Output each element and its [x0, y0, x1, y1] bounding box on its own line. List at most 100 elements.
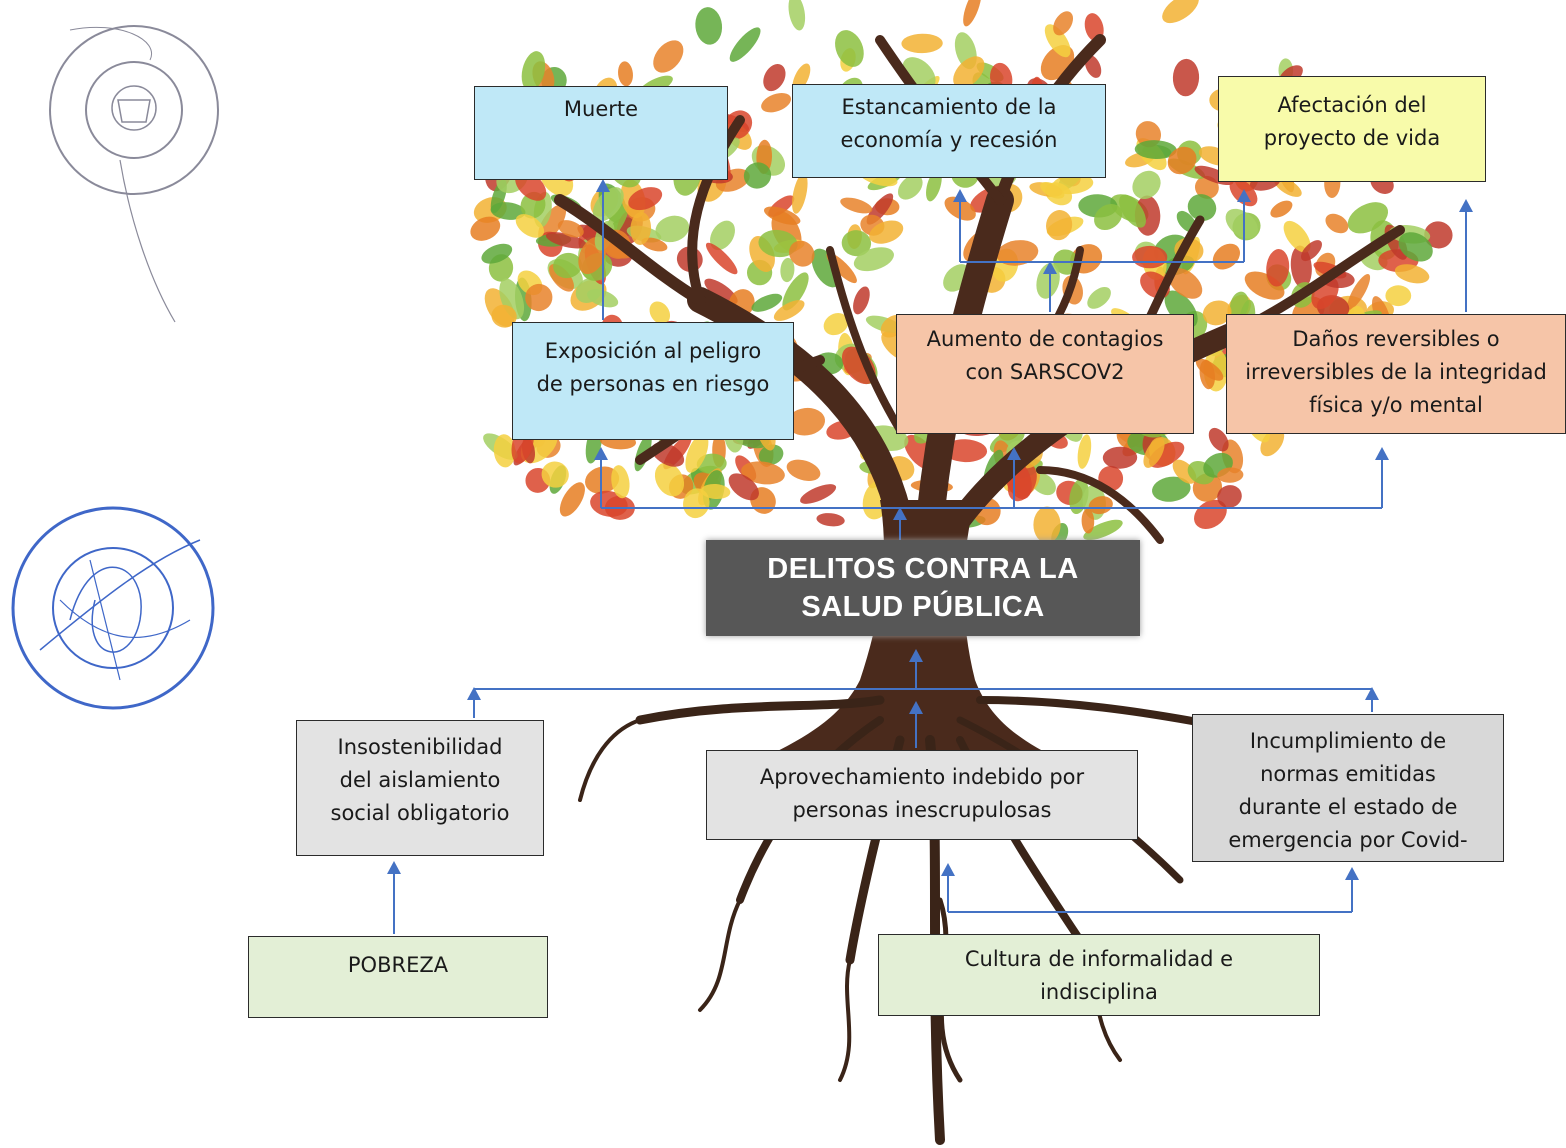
effect-afectacion-line-1: Afectación del: [1277, 93, 1427, 117]
leaf: [653, 40, 684, 73]
leaf: [1325, 213, 1349, 234]
effect-exposicion: Exposición al peligro de personas en rie…: [512, 322, 794, 440]
leaf: [1270, 200, 1293, 218]
root-cause-cultura: Cultura de informalidad e indisciplina: [878, 934, 1320, 1016]
leaf: [773, 300, 805, 321]
leaf: [1132, 245, 1168, 269]
cause-aprovechamiento: Aprovechamiento indebido por personas in…: [706, 750, 1138, 840]
effect-estancamiento-line-1: Estancamiento de la: [841, 95, 1057, 119]
leaf: [763, 206, 801, 225]
leaf: [823, 313, 849, 336]
effect-danos-line-3: física y/o mental: [1309, 393, 1483, 417]
leaf: [897, 174, 923, 200]
leaf: [641, 237, 668, 252]
leaf: [869, 220, 904, 244]
leaf: [685, 433, 709, 473]
leaf: [1347, 202, 1389, 234]
leaf: [1208, 427, 1229, 452]
root-cause-cultura-line-1: Cultura de informalidad e: [964, 947, 1234, 971]
leaf: [1172, 58, 1200, 97]
leaf: [611, 465, 630, 499]
cause-incumplimiento-line-1: Incumplimiento de: [1249, 729, 1447, 753]
leaf: [470, 216, 501, 241]
effect-afectacion: Afectación del proyecto de vida: [1218, 76, 1486, 182]
leaf: [729, 27, 761, 62]
effect-estancamiento: Estancamiento de la economía y recesión: [792, 84, 1106, 178]
leaf: [1385, 285, 1412, 307]
leaf: [493, 434, 516, 468]
leaf: [1094, 203, 1123, 231]
leaf: [751, 293, 783, 312]
leaf: [1143, 437, 1165, 468]
leaf: [618, 61, 633, 87]
leaf: [1044, 24, 1071, 58]
leaf: [1119, 194, 1146, 228]
leaf: [654, 462, 685, 497]
leaf: [786, 459, 821, 481]
root-cause-pobreza: POBREZA: [248, 936, 548, 1018]
leaf: [525, 283, 553, 312]
cause-aprovechamiento-line-2: personas inescrupulosas: [792, 798, 1052, 822]
leaf: [853, 247, 894, 272]
leaf: [840, 197, 873, 214]
leaf: [787, 407, 826, 436]
leaf: [743, 162, 772, 189]
central-problem-line-1: DELITOS CONTRA LA: [767, 553, 1079, 585]
leaf: [1225, 208, 1259, 239]
leaf: [557, 220, 584, 238]
leaf: [575, 277, 604, 304]
leaf: [553, 252, 582, 279]
effect-muerte-line-1: Muerte: [563, 97, 639, 121]
leaf: [1301, 240, 1322, 262]
regional-seal: [11, 506, 215, 710]
arrowheads: [387, 179, 1473, 880]
leaf: [1202, 300, 1232, 326]
leaf: [1132, 170, 1161, 199]
leaf: [1212, 243, 1240, 270]
leaf: [655, 215, 690, 243]
leaf: [792, 173, 808, 214]
leaf: [1394, 264, 1430, 284]
cause-incumplimiento-line-3: durante el estado de: [1238, 795, 1458, 819]
effect-aumento-line-2: con SARSCOV2: [965, 360, 1125, 384]
leaf: [630, 212, 652, 245]
leaf: [592, 187, 624, 222]
central-problem-line-2: SALUD PÚBLICA: [801, 591, 1045, 623]
effect-aumento-line-1: Aumento de contagios: [926, 327, 1164, 351]
leaf: [481, 243, 513, 264]
leaf: [1102, 446, 1138, 469]
effect-aumento: Aumento de contagios con SARSCOV2: [896, 314, 1194, 434]
leaf: [758, 229, 798, 258]
leaf: [853, 286, 870, 315]
leaf: [1077, 434, 1092, 469]
leaf: [1217, 467, 1244, 483]
leaf: [541, 461, 569, 488]
leaf: [1053, 11, 1074, 36]
leaf: [705, 242, 738, 275]
leaf: [628, 187, 663, 211]
leaf: [649, 301, 671, 325]
leaf: [963, 0, 982, 27]
effect-muerte: Muerte: [474, 86, 728, 180]
leaf: [1167, 146, 1197, 175]
leaf: [559, 482, 585, 517]
leaf: [1274, 177, 1302, 197]
root-cause-pobreza-line-1: POBREZA: [347, 953, 449, 977]
leaf: [695, 7, 723, 45]
effect-danos-line-1: Daños reversibles o: [1292, 327, 1500, 351]
leaf: [835, 30, 864, 67]
leaf: [1187, 194, 1217, 221]
cause-insostenibilidad-line-2: del aislamiento: [339, 768, 501, 792]
leaf: [545, 232, 587, 249]
leaf: [590, 490, 628, 517]
leaf: [953, 56, 985, 89]
cause-incumplimiento-line-4: emergencia por Covid-: [1228, 828, 1468, 852]
leaf: [1424, 221, 1453, 249]
effect-afectacion-line-2: proyecto de vida: [1263, 126, 1441, 150]
leaf: [1168, 268, 1203, 299]
leaf: [1152, 476, 1191, 502]
leaf: [1134, 140, 1177, 160]
leaf: [700, 483, 731, 500]
cause-aprovechamiento-line-1: Aprovechamiento indebido por: [759, 765, 1085, 789]
leaf: [491, 304, 517, 328]
